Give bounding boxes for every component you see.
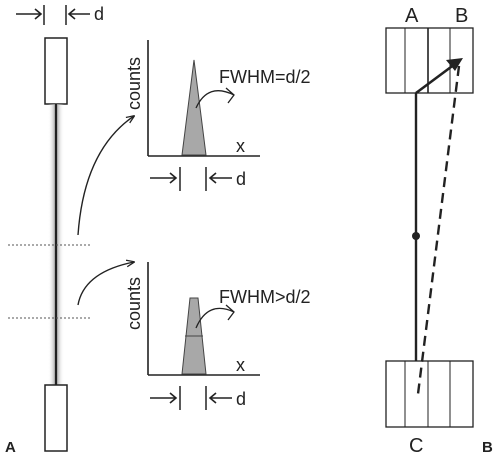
bottom-slab xyxy=(44,384,68,452)
upper-d-label: d xyxy=(236,169,246,189)
arrow-right-icon xyxy=(16,8,43,20)
panel-a: d A xyxy=(5,4,134,456)
arrow-right-icon xyxy=(150,392,178,404)
column-label-a: A xyxy=(405,5,419,27)
panel-b: A B C B xyxy=(385,5,493,457)
upper-counts-label: counts xyxy=(124,57,144,110)
upper-fwhm-pointer xyxy=(195,87,235,109)
column-label-c: C xyxy=(409,435,423,457)
annihilation-point xyxy=(412,232,420,240)
profile-plot-lower: counts x FWHM>d/2 d xyxy=(124,262,311,410)
width-indicator-top: d xyxy=(16,4,104,25)
upper-width-indicator: d xyxy=(150,167,246,191)
arrow-left-icon xyxy=(67,8,90,20)
panel-a-label: A xyxy=(5,439,16,456)
scatter-arrow xyxy=(415,62,456,95)
upper-x-label: x xyxy=(236,136,245,156)
curved-arrow-lower xyxy=(77,262,134,306)
arrow-left-icon xyxy=(208,392,232,404)
lower-x-label: x xyxy=(236,355,245,375)
upper-peak xyxy=(181,59,207,156)
curved-arrow-upper xyxy=(77,116,134,236)
lower-fwhm-pointer xyxy=(195,304,235,329)
scatter-arrowhead xyxy=(446,58,463,71)
profile-plot-upper: counts x FWHM=d/2 d xyxy=(124,40,311,191)
panel-b-label: B xyxy=(482,439,493,456)
upper-fwhm-label: FWHM=d/2 xyxy=(219,67,311,87)
lower-counts-label: counts xyxy=(124,277,144,330)
column-label-b: B xyxy=(455,5,468,27)
arrow-right-icon xyxy=(150,172,178,184)
d-label-top: d xyxy=(94,4,104,24)
bottom-detector-frame xyxy=(385,360,474,428)
lower-width-indicator: d xyxy=(150,386,246,410)
top-slab xyxy=(44,37,68,105)
arrow-left-icon xyxy=(208,172,232,184)
lower-fwhm-label: FWHM>d/2 xyxy=(219,287,311,307)
lower-d-label: d xyxy=(236,389,246,409)
bottom-detector-block xyxy=(385,360,474,428)
dashed-line-of-response xyxy=(416,65,461,395)
